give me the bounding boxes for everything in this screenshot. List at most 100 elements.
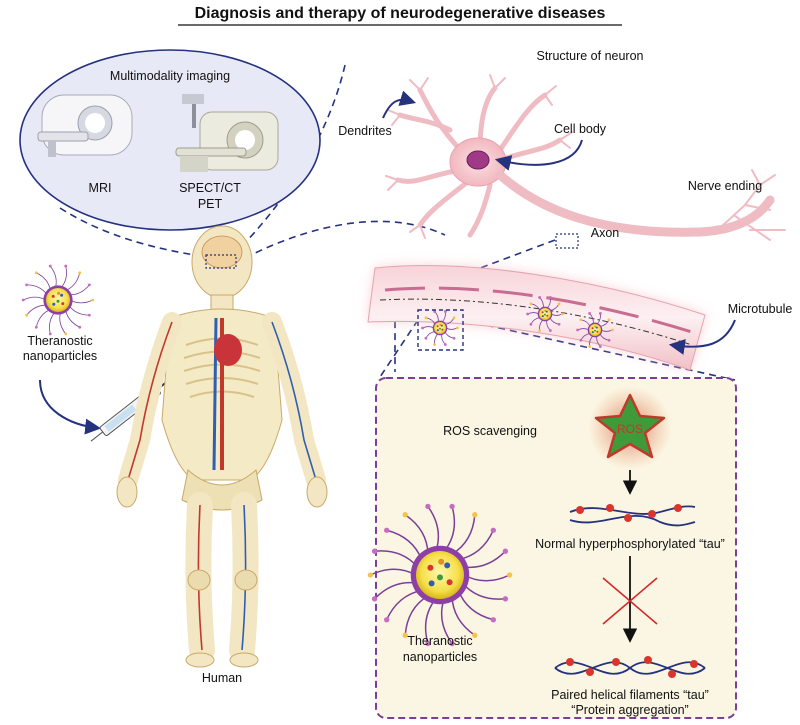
ligand-tip (424, 336, 428, 340)
ligand-tip (452, 336, 456, 340)
normal-tau-label: Normal hyperphosphorylated “tau” (535, 537, 725, 551)
ligand-tip (433, 343, 437, 346)
ligand-tip (425, 503, 431, 510)
spect-scanner-icon (175, 94, 279, 172)
figure-title: Diagnosis and therapy of neurodegenerati… (195, 5, 606, 22)
ligand-tip (557, 322, 561, 326)
ligand-tip (598, 312, 602, 315)
imaging-panel: Multimodality imaging MRI SPECT/CT PET (19, 49, 321, 231)
ligand-tip (425, 640, 431, 647)
ligand-tip (490, 617, 496, 623)
imaging-heading: Multimodality imaging (110, 69, 230, 83)
cell-body-label: Cell body (554, 122, 607, 136)
ligand-tip (598, 345, 602, 348)
ligand-tip (548, 296, 552, 299)
normal-tau-strands (569, 504, 696, 527)
ligand-tip (48, 332, 52, 336)
protein-aggregation-label: “Protein aggregation” (571, 703, 688, 717)
pet-label: PET (198, 197, 223, 211)
human-body-figure (116, 225, 328, 668)
detail-nanoparticles-line2: nanoparticles (403, 650, 477, 664)
ligand-tip (424, 316, 428, 320)
ligand-tip (449, 503, 455, 510)
microtubule-arrow (668, 319, 736, 355)
mri-label: MRI (89, 181, 112, 195)
ligand-tip (48, 264, 52, 268)
injection-arrow (39, 379, 102, 435)
ligand-tip (456, 326, 459, 330)
left-nanoparticles-line1: Theranostic (27, 334, 92, 348)
human-label: Human (202, 671, 242, 685)
ligand-tip (367, 572, 374, 578)
ligand-tip (561, 312, 564, 316)
ros-star-icon: ROS (588, 386, 672, 470)
ligand-tip (452, 316, 456, 320)
ligand-tip (91, 298, 95, 302)
ros-scavenging-label: ROS scavenging (443, 424, 537, 438)
microtubule-highlight-box (417, 309, 464, 351)
ligand-tip (384, 617, 390, 623)
dendrites-arrow (382, 90, 417, 119)
ligand-tip (433, 310, 437, 313)
connector-micro-left (377, 319, 419, 381)
spect-label: SPECT/CT (179, 181, 241, 195)
ligand-tip (526, 312, 529, 316)
ligand-tip (576, 328, 579, 332)
ligand-tip (548, 329, 552, 332)
detail-nanoparticle-icon (367, 503, 513, 647)
ligand-tip (607, 338, 611, 342)
ligand-tip (78, 325, 82, 329)
detail-nanoparticles-line1: Theranostic (407, 634, 472, 648)
ligand-tip (25, 313, 29, 317)
ligand-tip (579, 318, 583, 322)
ligand-tip (64, 332, 68, 336)
ligand-tip (34, 325, 38, 329)
ligand-tip (588, 312, 592, 315)
ros-star-label: ROS (617, 422, 643, 436)
ligand-tip (443, 310, 447, 313)
ligand-tip (87, 283, 91, 287)
axon-highlight-box (555, 233, 579, 249)
ligand-tip (87, 313, 91, 317)
ligand-tip (34, 271, 38, 275)
ligand-tip (384, 527, 390, 533)
ligand-tip (506, 572, 513, 578)
ligand-tip (402, 632, 408, 638)
ligand-tip (557, 302, 561, 306)
detail-panel: ROS scavenging ROS Normal hyperphosphory… (367, 377, 737, 719)
ligand-tip (449, 640, 455, 647)
mri-scanner-icon (37, 94, 133, 157)
axon-shape (495, 170, 775, 237)
ligand-tip (529, 302, 533, 306)
left-nanoparticle-icon (21, 264, 95, 336)
neuron-figure (385, 74, 786, 249)
ligand-tip (371, 548, 378, 554)
connector-brain-right (244, 220, 446, 259)
microtubule-segment (367, 265, 706, 371)
paired-helical-filaments (554, 656, 706, 678)
left-nanoparticles-line2: nanoparticles (23, 349, 97, 363)
microtubule-label: Microtubule (728, 302, 793, 316)
cell-body-arrow (494, 139, 583, 171)
ligand-tip (78, 271, 82, 275)
neuron-heading: Structure of neuron (536, 49, 643, 63)
ligand-tip (607, 318, 611, 322)
ligand-tip (579, 338, 583, 342)
dendrites-label: Dendrites (338, 124, 392, 138)
microtubule-nanoparticles (421, 296, 614, 348)
ligand-tip (25, 283, 29, 287)
ligand-tip (611, 328, 614, 332)
ligand-tip (472, 512, 478, 518)
ligand-tip (421, 326, 424, 330)
ligand-tip (529, 322, 533, 326)
ligand-tip (443, 343, 447, 346)
connector-brain-top (229, 64, 346, 259)
ligand-tip (588, 345, 592, 348)
ligand-tip (502, 548, 509, 554)
ligand-tip (64, 264, 68, 268)
ligand-tip (490, 527, 496, 533)
paired-filaments-label: Paired helical filaments “tau” (551, 688, 709, 702)
ligand-tip (502, 596, 509, 602)
ligand-tip (21, 298, 25, 302)
